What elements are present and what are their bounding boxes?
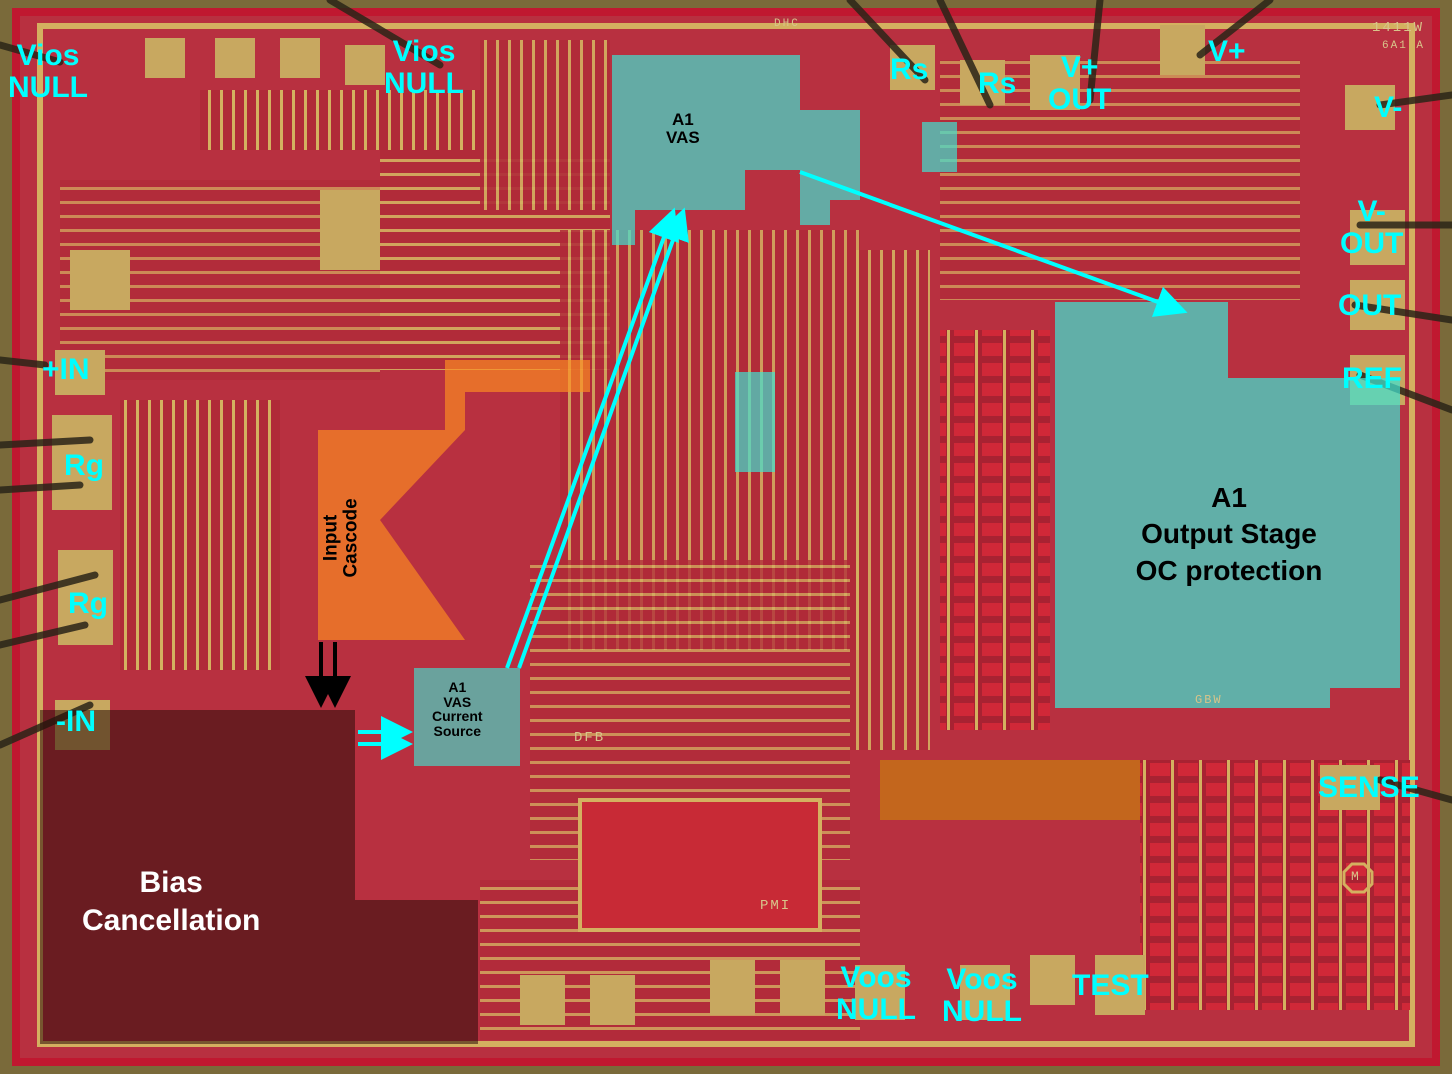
arrow-cs-to-vas [517,207,689,669]
pin-label-v-minus-out: V-OUT [1340,195,1404,260]
bond-wire [1086,0,1104,104]
a1-vas-region-part [922,122,957,172]
resistor-array [940,330,1050,730]
bond-pad [345,45,385,85]
bond-pad [960,965,1010,1020]
power-ring [37,23,1415,1047]
bond-pad [1030,955,1075,1005]
bond-wire [1351,301,1452,324]
bond-wires [0,0,1452,804]
bond-wire [936,0,994,109]
bond-wire [0,481,84,494]
pin-label-v-plus-out: V+OUT [1048,51,1112,116]
signal-arrows [358,170,1188,760]
diffusion-region [880,760,1140,820]
logo-letter: M [1351,869,1359,884]
a1-vas-region [612,55,860,245]
bond-pad [710,960,755,1015]
dfb-marking: DFB [574,730,606,746]
bond-pad [855,965,905,1020]
pin-label-rs-2: Rs [978,67,1017,100]
bond-wire [0,436,94,449]
pin-label-rg-2: Rg [68,587,108,620]
input-transistor-array [120,400,280,670]
bias-cancellation-region [40,710,478,1044]
bond-pad [1030,55,1080,110]
resistor-array [200,90,480,150]
bond-wire [0,356,49,369]
pin-label-rg-1: Rg [64,449,104,482]
top-code-marking: DHC [774,18,800,30]
bond-pad [1160,25,1205,75]
bond-pad [520,975,565,1025]
pin-label-plus-in: +IN [42,353,90,386]
pin-label-out: OUT [1338,289,1402,322]
arrow-vas-to-output [799,170,1188,317]
bond-wire [1376,776,1452,804]
bond-pad [320,190,380,270]
bond-pad [1350,210,1405,265]
part-number-marking: 1411W [1372,20,1425,36]
input-cascode-region [318,360,590,640]
bond-wire [0,571,99,604]
bond-pad [215,38,255,78]
gbw-marking: GBW [1195,693,1223,707]
bond-wire [1376,91,1452,109]
pin-label-sense: SENSE [1318,771,1420,804]
routing-region [850,250,930,750]
pin-label-test: TEST [1072,969,1149,1002]
bond-wire [326,0,444,69]
bond-pad [52,415,112,510]
bond-pads [52,25,1405,1025]
routing-region [480,40,610,210]
manufacturer-logo [1342,862,1374,894]
bond-pad [590,975,635,1025]
cascode-arrows [305,642,351,708]
bond-wire [1196,0,1274,59]
pin-label-rs-1: Rs [890,53,929,86]
pin-label-ref: REF [1342,362,1402,395]
mask-rev-marking: 6A1 A [1382,40,1426,52]
capacitor [578,798,822,932]
bond-pad [280,38,320,78]
arrow-cs-to-vas [505,207,679,669]
bond-pad [70,250,130,310]
a1-vas-region-part [735,372,775,472]
bond-wire [0,621,89,649]
pmi-marking: PMI [760,898,792,914]
bond-wire [0,41,64,66]
a1-vas-current-source-region [414,668,520,766]
bond-pad [145,38,185,78]
pin-label-v-minus: V- [1374,91,1403,124]
bond-pad [55,350,105,395]
bond-pad [1095,955,1145,1015]
bond-pad [780,960,825,1015]
pin-label-minus-in: -IN [56,705,96,738]
pin-label-v-plus: V+ [1208,35,1246,68]
bond-wire [846,0,929,84]
bond-pad [1320,765,1380,810]
a1-output-stage-region [1055,302,1400,708]
